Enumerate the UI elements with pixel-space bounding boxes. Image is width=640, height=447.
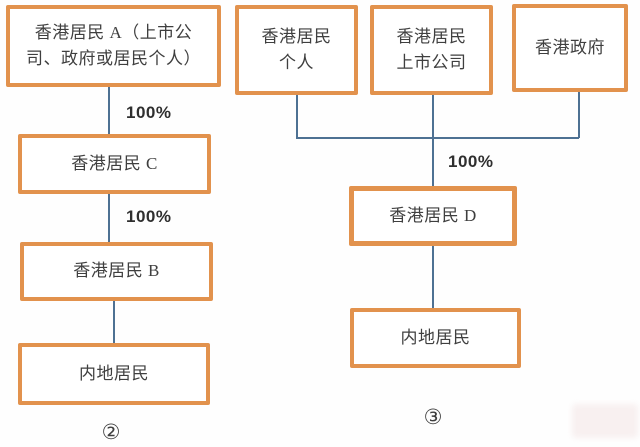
connector-government-stub — [578, 92, 580, 138]
connector-c-to-b — [108, 194, 110, 242]
node-text: 香港居民 C — [71, 153, 158, 173]
node-text: 内地居民 — [79, 363, 149, 383]
diagram-3-label: ③ — [423, 405, 443, 429]
node-hk-government: 香港政府 — [512, 4, 628, 92]
connector-a-to-c — [108, 87, 110, 134]
connector-individual-stub — [296, 95, 298, 138]
connector-listed-to-d — [432, 95, 434, 187]
node-hk-resident-c: 香港居民 C — [18, 134, 211, 194]
node-text: 内地居民 — [400, 327, 471, 347]
connector-b-to-mainland — [113, 301, 115, 343]
node-hk-resident-individual: 香港居民 个人 — [235, 5, 358, 95]
node-hk-resident-b: 香港居民 B — [20, 242, 213, 301]
node-text-line: 香港居民 A（上市公 — [34, 22, 193, 42]
ownership-percent-a-c: 100% — [126, 103, 172, 122]
node-text: 香港居民 D — [389, 205, 477, 225]
node-hk-resident-a: 香港居民 A（上市公 司、政府或居民个人） — [6, 5, 221, 87]
node-mainland-resident-left: 内地居民 — [18, 343, 210, 405]
node-text-line: 香港居民 — [261, 26, 332, 46]
node-hk-resident-d: 香港居民 D — [349, 186, 517, 246]
node-text-line: 个人 — [279, 53, 314, 72]
image-artifact-smudge — [572, 404, 638, 438]
connector-d-to-mainland — [432, 246, 434, 308]
node-text-line: 香港居民 — [396, 26, 467, 46]
node-text-line: 上市公司 — [396, 53, 467, 72]
node-hk-resident-listed-company: 香港居民 上市公司 — [370, 5, 493, 95]
ownership-percent-to-d: 100% — [448, 152, 494, 171]
diagram-2-label: ② — [101, 420, 121, 444]
ownership-percent-c-b: 100% — [126, 207, 172, 226]
node-mainland-resident-right: 内地居民 — [350, 308, 521, 368]
connector-joiner-horizontal — [296, 137, 579, 139]
node-text: 香港政府 — [535, 37, 605, 57]
node-text-line: 司、政府或居民个人） — [26, 49, 201, 68]
node-text: 香港居民 B — [73, 261, 160, 281]
